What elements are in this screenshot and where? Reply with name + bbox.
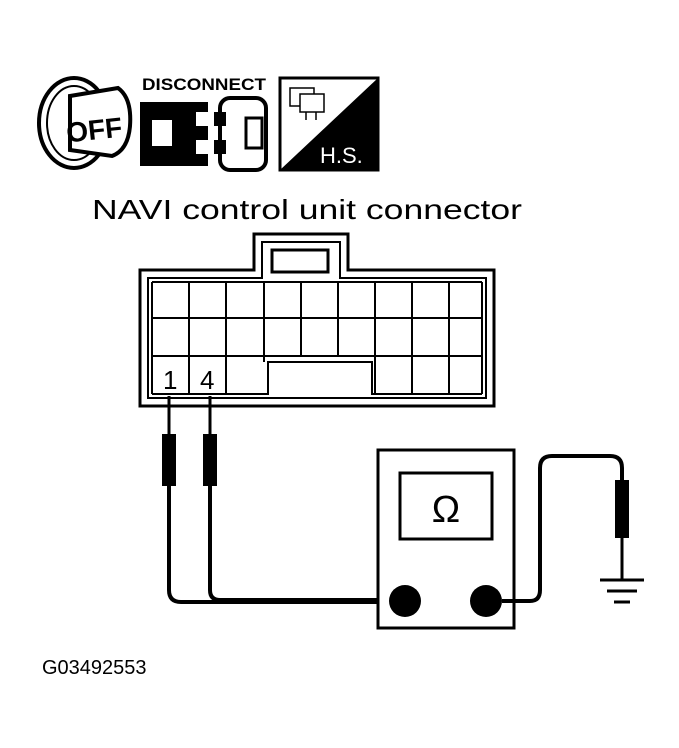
connector-title: NAVI control unit connector xyxy=(92,194,522,225)
ohmmeter-icon: Ω xyxy=(376,448,516,630)
connector-housing xyxy=(138,232,496,408)
disconnect-label: DISCONNECT xyxy=(142,75,267,94)
ignition-key-icon: OFF xyxy=(37,76,133,170)
disconnect-connector-icon: DISCONNECT xyxy=(140,75,268,172)
terminal-1-label: 1 xyxy=(163,365,177,395)
terminal-grid xyxy=(151,281,483,395)
figure-id: G03492553 xyxy=(42,657,147,679)
test-lead-4 xyxy=(203,396,390,602)
ignition-off-label: OFF xyxy=(65,112,124,149)
ground-icon xyxy=(600,578,644,604)
small-connector-icon xyxy=(289,87,325,120)
ohm-symbol: Ω xyxy=(432,489,460,531)
terminal-4-label: 4 xyxy=(200,365,214,395)
harness-side-icon: H.S. xyxy=(278,76,380,172)
harness-side-label: H.S. xyxy=(320,143,363,168)
meter-terminal-positive xyxy=(470,585,502,617)
ground-lead xyxy=(502,454,629,603)
test-lead-1 xyxy=(162,396,390,604)
meter-terminal-negative xyxy=(389,585,421,617)
